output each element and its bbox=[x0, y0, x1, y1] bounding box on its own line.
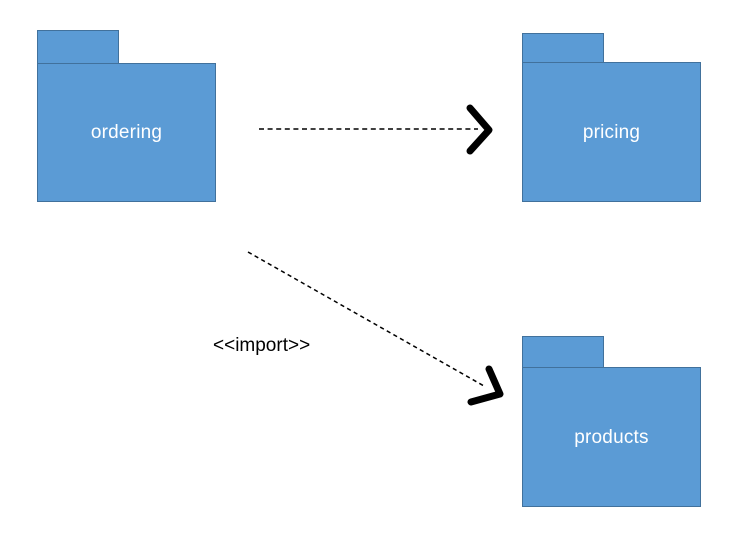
package-body-products: products bbox=[522, 367, 701, 507]
arrowhead-open-chevron-products bbox=[467, 365, 504, 406]
edge-ordering-to-pricing bbox=[259, 104, 493, 155]
arrowhead-open-chevron-pricing bbox=[466, 104, 493, 155]
edge-line-ordering-to-products bbox=[247, 251, 485, 387]
package-label-pricing: pricing bbox=[582, 121, 641, 143]
package-label-ordering: ordering bbox=[90, 122, 163, 143]
package-tab-pricing bbox=[522, 33, 604, 63]
package-pricing[interactable]: pricing bbox=[522, 33, 701, 202]
package-ordering[interactable]: ordering bbox=[37, 30, 216, 202]
edge-label-import: <<import>> bbox=[213, 335, 311, 356]
package-products[interactable]: products bbox=[522, 336, 701, 507]
edge-ordering-to-products bbox=[247, 251, 504, 406]
package-tab-ordering bbox=[37, 30, 119, 64]
package-label-products: products bbox=[574, 426, 649, 448]
package-body-ordering: ordering bbox=[37, 63, 216, 202]
package-body-pricing: pricing bbox=[522, 62, 701, 202]
